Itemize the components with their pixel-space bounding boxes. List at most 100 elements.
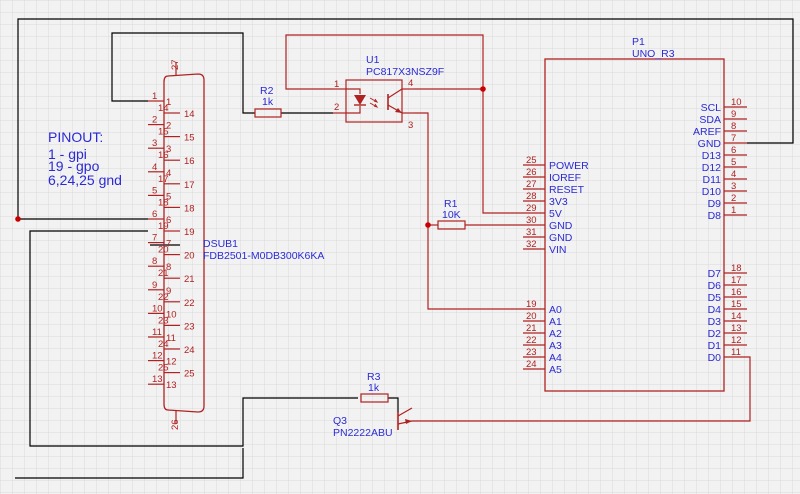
- dsub-pin-number: 11: [152, 327, 162, 338]
- dsub-pin-number: 22: [158, 292, 169, 303]
- u1-pin3-number: 3: [408, 120, 413, 131]
- dsub-body: [163, 73, 205, 413]
- junction-dot: [425, 222, 431, 228]
- p1-pin-name: D12: [702, 162, 721, 174]
- dsub-pin-number: 17: [158, 174, 169, 185]
- dsub-pin-name: 24: [184, 345, 195, 356]
- p1-pin-number: 17: [731, 275, 742, 286]
- pinout-note-title: PINOUT:: [48, 129, 103, 145]
- p1-pin-name: D0: [708, 352, 722, 364]
- resistor-r1[interactable]: R1 10K: [437, 198, 466, 230]
- p1-pin-name: GND: [549, 232, 573, 244]
- led-icon: [354, 95, 366, 105]
- dsub-pins: 1122334455667788991010111112121313141415…: [148, 91, 195, 391]
- resistor-r2[interactable]: R2 1k: [254, 85, 282, 118]
- dsub-connector[interactable]: 27 26 1122334455667788991010111112121313…: [148, 59, 324, 430]
- p1-pin-number: 18: [731, 263, 742, 274]
- q3-value: PN2222ABU: [333, 427, 393, 439]
- p1-pin-name: D7: [708, 268, 722, 280]
- p1-pin-number: 6: [731, 145, 736, 156]
- p1-pin-number: 14: [731, 311, 742, 322]
- p1-pin-name: A1: [549, 316, 562, 328]
- pinout-note-line: 1 - gpi: [48, 146, 87, 162]
- u1-led-wire: [346, 88, 361, 94]
- p1-pin-number: 22: [526, 335, 537, 346]
- r1-value: 10K: [442, 209, 461, 221]
- p1-pin-number: 20: [526, 311, 537, 322]
- u1-led-wire: [346, 106, 361, 114]
- p1-pin-name: D8: [708, 210, 722, 222]
- wires: [15, 18, 794, 479]
- p1-pin-name: A3: [549, 340, 562, 352]
- dsub-pin-name: 1: [166, 97, 171, 108]
- p1-pin-name: POWER: [549, 160, 589, 172]
- q3-collector: [397, 407, 413, 417]
- emitter-arrow-icon: [395, 108, 402, 113]
- dsub-pin-name: 6: [166, 215, 171, 226]
- dsub-pin-number: 16: [158, 150, 169, 161]
- r1-body: [437, 220, 466, 230]
- dsub-pin-number: 3: [152, 138, 157, 149]
- dsub-pin-name: 12: [166, 357, 177, 368]
- p1-pin-name: 5V: [549, 208, 562, 220]
- r2-body: [254, 108, 282, 118]
- dsub-pin-number: 24: [158, 339, 169, 350]
- p1-pin-name: A0: [549, 304, 562, 316]
- optocoupler-u1[interactable]: U1 PC817X3NSZ9F 1 2 3 4: [333, 54, 444, 131]
- p1-pin-name: A4: [549, 352, 562, 364]
- p1-pin-number: 27: [526, 179, 537, 190]
- transistor-q3[interactable]: Q3 PN2222ABU: [333, 407, 413, 439]
- p1-pin-number: 30: [526, 215, 537, 226]
- p1-pin-name: D9: [708, 198, 722, 210]
- dsub-pin-top-number: 27: [170, 59, 181, 70]
- p1-value: UNO_R3: [632, 48, 675, 60]
- p1-pin-name: D6: [708, 280, 722, 292]
- p1-pin-name: D4: [708, 304, 722, 316]
- p1-pin-name: SDA: [699, 114, 721, 126]
- r2-value: 1k: [262, 96, 274, 108]
- wire-gnd-loop: [17, 18, 794, 220]
- p1-pin-number: 8: [731, 121, 736, 132]
- p1-pin-number: 32: [526, 239, 537, 250]
- dsub-pin-name: 18: [184, 203, 195, 214]
- light-arrows-icon: [369, 97, 379, 108]
- p1-pin-name: D11: [703, 174, 722, 186]
- dsub-pin-number: 19: [158, 221, 169, 232]
- q3-reference: Q3: [333, 415, 347, 427]
- p1-pin-name: GND: [698, 138, 722, 150]
- dsub-pin-number: 9: [152, 280, 157, 291]
- wire-opto-emitter: [414, 112, 523, 310]
- junction-dot: [15, 216, 21, 222]
- wire-ground-rails: [15, 448, 244, 479]
- u1-reference: U1: [366, 54, 380, 66]
- p1-pin-name: D10: [702, 186, 721, 198]
- dsub-pin-name: 15: [184, 133, 195, 144]
- p1-pin-name: D13: [702, 150, 721, 162]
- wire-r3-to-base: [388, 397, 399, 412]
- p1-pin-number: 2: [731, 193, 736, 204]
- p1-reference: P1: [632, 36, 645, 48]
- dsub-pin-name: 3: [166, 144, 171, 155]
- red-wires: [285, 34, 751, 422]
- dsub-pin-number: 1: [152, 91, 157, 102]
- dsub-pin-name: 4: [166, 168, 171, 179]
- dsub-pin-number: 21: [158, 268, 169, 279]
- dsub-pin-number: 5: [152, 185, 157, 196]
- p1-pin-number: 21: [526, 323, 537, 334]
- dsub-pin-number: 10: [152, 303, 163, 314]
- phototransistor-collector: [387, 88, 403, 99]
- p1-pin-name: D3: [708, 316, 722, 328]
- dsub-pin-bottom-number: 26: [170, 419, 181, 430]
- dsub-pin-name: 22: [184, 298, 195, 309]
- resistor-r3[interactable]: R3 1k: [360, 371, 389, 403]
- p1-pin-number: 25: [526, 155, 537, 166]
- dsub-pin-name: 20: [184, 251, 195, 262]
- p1-pin-number: 7: [731, 133, 736, 144]
- u1-pin1-number: 1: [334, 79, 339, 90]
- dsub-pin-number: 13: [152, 374, 163, 385]
- dsub-pin-number: 18: [158, 197, 169, 208]
- p1-pin-number: 10: [731, 97, 742, 108]
